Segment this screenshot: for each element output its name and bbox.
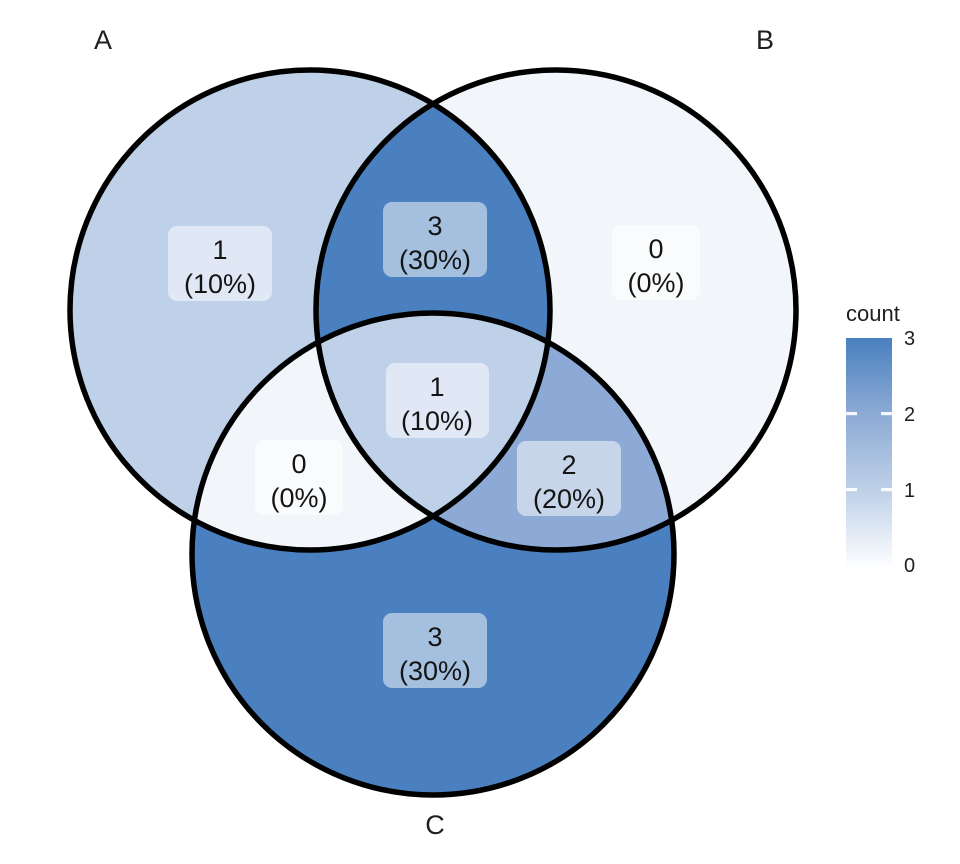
region-count: 1 — [429, 372, 444, 402]
legend-tick-mark — [846, 488, 857, 492]
region-label-background — [612, 225, 700, 300]
region-label-background — [386, 363, 489, 438]
region-ac-fill — [192, 313, 550, 550]
region-count: 1 — [212, 235, 227, 265]
legend-tick-mark — [881, 488, 892, 492]
region-label-bc: 2 (20%) — [517, 441, 621, 516]
region-count: 3 — [427, 211, 442, 241]
region-label-ac: 0 (0%) — [255, 440, 343, 515]
region-label-c-only: 3 (30%) — [383, 613, 487, 688]
region-label-ab: 3 (30%) — [383, 202, 487, 277]
legend-tick-mark — [881, 412, 892, 416]
set-c-circle — [189, 310, 677, 798]
region-count: 2 — [561, 450, 576, 480]
region-label-abc: 1 (10%) — [386, 363, 489, 438]
legend-tick-label-0: 0 — [904, 555, 915, 577]
region-label-background — [383, 613, 487, 688]
region-count: 0 — [291, 449, 306, 479]
legend-tick-label-1: 1 — [904, 480, 915, 502]
region-count: 3 — [427, 622, 442, 652]
legend-tick-label-2: 2 — [904, 404, 915, 426]
set-b-circle — [313, 67, 799, 553]
legend: count 3 2 1 0 — [846, 301, 915, 577]
set-label-c: C — [425, 810, 445, 840]
region-label-background — [517, 441, 621, 516]
region-percent: (0%) — [627, 268, 684, 298]
region-percent: (30%) — [399, 656, 471, 686]
region-count: 0 — [648, 234, 663, 264]
region-percent: (0%) — [270, 483, 327, 513]
region-percent: (20%) — [533, 484, 605, 514]
legend-tick-mark — [846, 412, 857, 416]
region-bc-fill — [316, 313, 674, 550]
region-percent: (30%) — [399, 245, 471, 275]
region-label-background — [168, 226, 272, 301]
region-label-a-only: 1 (10%) — [168, 226, 272, 301]
venn-circle-outlines — [67, 67, 799, 798]
region-label-background — [255, 440, 343, 515]
legend-title: count — [846, 301, 900, 326]
legend-tick-label-3: 3 — [904, 328, 915, 350]
set-a-circle — [67, 67, 553, 553]
legend-gradient-bar — [846, 338, 892, 567]
set-label-a: A — [94, 25, 112, 55]
region-percent: (10%) — [401, 406, 473, 436]
region-percent: (10%) — [184, 269, 256, 299]
set-label-b: B — [756, 25, 774, 55]
region-label-b-only: 0 (0%) — [612, 225, 700, 300]
region-label-background — [383, 202, 487, 277]
